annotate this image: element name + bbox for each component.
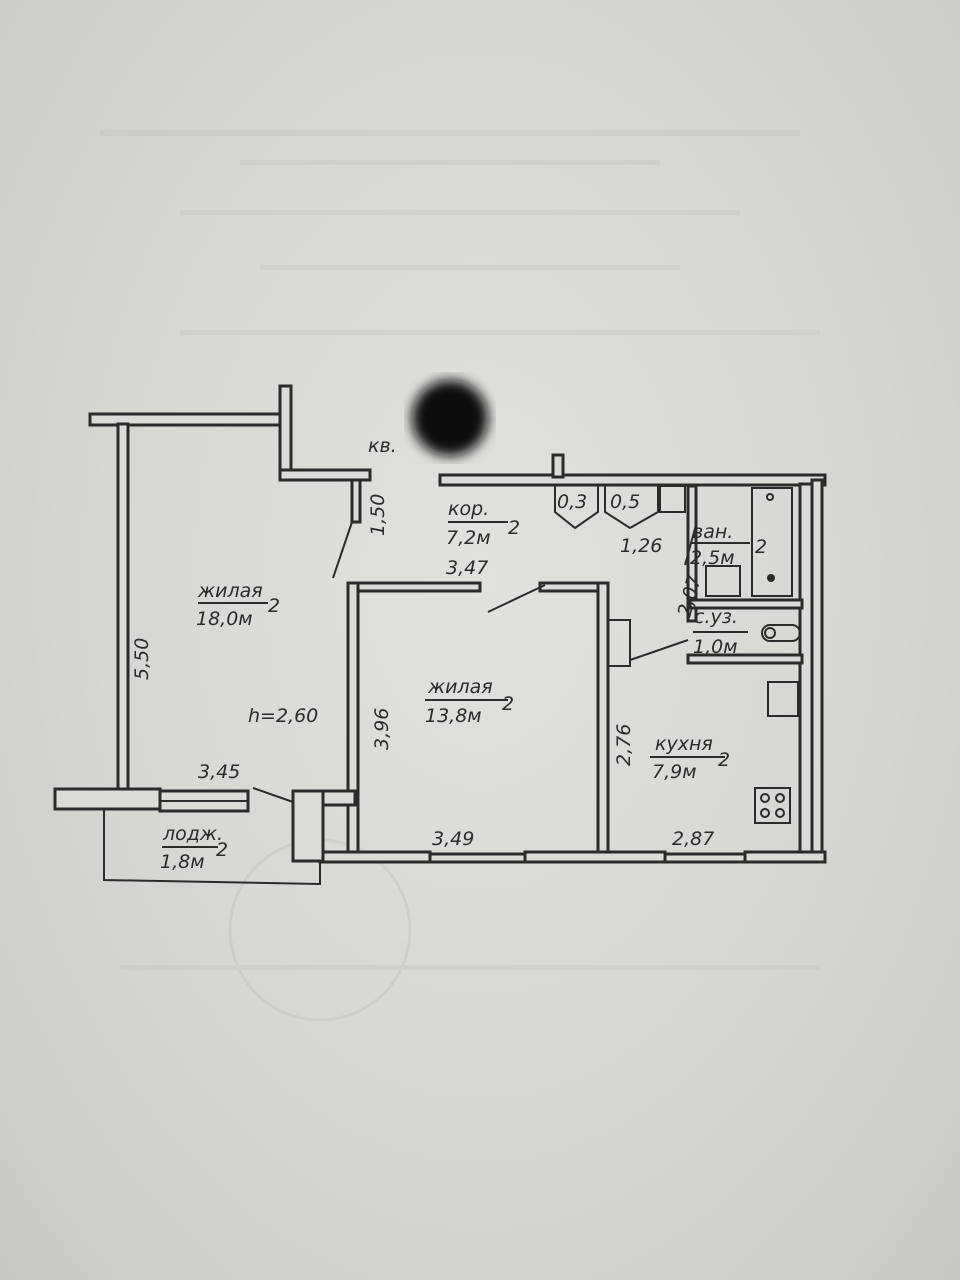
sq-mark: 2	[216, 839, 228, 861]
apartment-label: кв.	[368, 435, 397, 457]
sq-mark: 2	[268, 595, 280, 617]
ceiling-height: h=2,60	[248, 705, 318, 727]
kitchen-name: кухня	[655, 733, 713, 755]
kitchen-sink	[767, 681, 799, 717]
loggia-outline	[103, 809, 321, 886]
doors	[252, 521, 697, 803]
bathtub	[751, 487, 793, 597]
dim-3-47: 3,47	[446, 557, 488, 579]
dim-3-96: 3,96	[371, 708, 393, 750]
loggia-name: лодж.	[162, 823, 223, 845]
dim-5-50: 5,50	[131, 638, 153, 680]
corridor-area: 7,2м	[446, 527, 491, 549]
dim-3-45: 3,45	[198, 761, 240, 783]
fixtures	[607, 487, 801, 824]
toilet	[761, 624, 801, 642]
area-underlines	[162, 521, 750, 848]
sink	[705, 565, 741, 597]
living1-name: жилая	[197, 580, 263, 602]
sq-mark: 2	[718, 749, 730, 771]
dim-1-50: 1,50	[367, 494, 389, 536]
dim-3-49: 3,49	[432, 828, 474, 850]
dim-1-26: 1,26	[620, 535, 662, 557]
bath-name: ван.	[692, 521, 733, 543]
closet1-area: 0,3	[557, 491, 587, 513]
redaction-blot	[412, 380, 488, 456]
windows	[158, 789, 747, 864]
living1-area: 18,0м	[196, 608, 253, 630]
living2-area: 13,8м	[425, 705, 482, 727]
dim-2-76: 2,76	[613, 724, 635, 766]
sq-mark: 2	[502, 693, 514, 715]
dim-2-87: 2,87	[672, 828, 714, 850]
stove	[754, 787, 791, 824]
wc-name: с.уз.	[694, 606, 738, 628]
wc-area: 1,0м	[693, 636, 738, 658]
loggia-area: 1,8м	[160, 851, 205, 873]
sq-mark: 2	[755, 536, 767, 558]
closets	[554, 485, 686, 530]
walls	[53, 384, 827, 864]
corridor-name: кор.	[448, 498, 489, 520]
living2-name: жилая	[427, 676, 493, 698]
closet2-area: 0,5	[610, 491, 640, 513]
sq-mark: 2	[508, 517, 520, 539]
kitchen-area: 7,9м	[652, 761, 697, 783]
bath-area: 2,5м	[690, 547, 735, 569]
